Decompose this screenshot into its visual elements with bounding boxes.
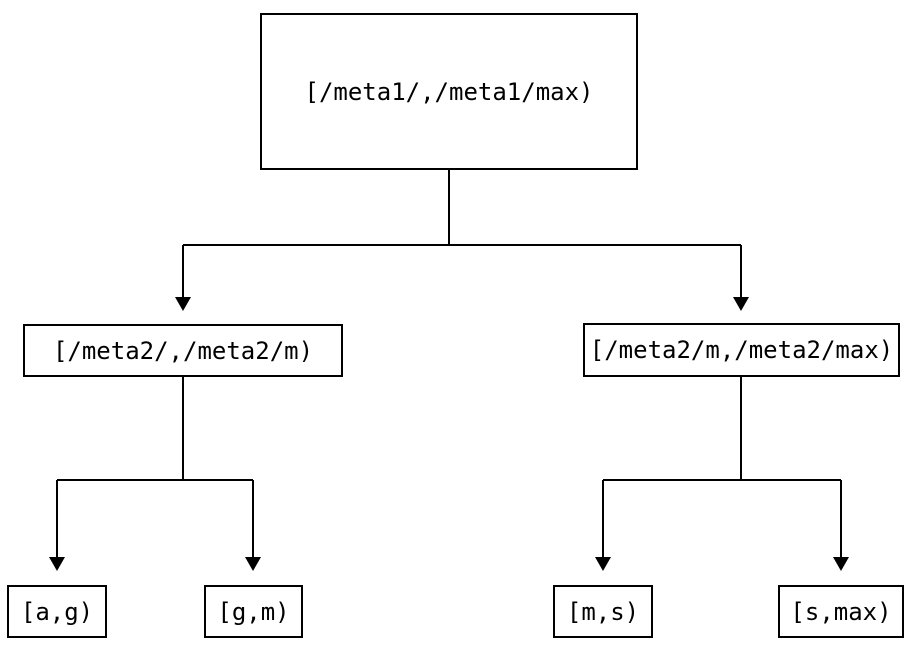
node-label: [m,s)	[566, 597, 640, 626]
node-leaf-m-s: [m,s)	[553, 585, 653, 638]
node-label: [/meta2/,/meta2/m)	[52, 336, 314, 365]
node-leaf-a-g: [a,g)	[7, 585, 107, 638]
node-root-interval: [/meta1/,/meta1/max)	[260, 13, 638, 170]
arrowhead-icon	[49, 557, 65, 571]
node-label: [a,g)	[20, 597, 94, 626]
node-label: [/meta1/,/meta1/max)	[304, 77, 594, 106]
node-meta2-high-interval: [/meta2/m,/meta2/max)	[583, 323, 900, 377]
arrowhead-icon	[245, 557, 261, 571]
arrowhead-icon	[733, 297, 749, 311]
arrowhead-icon	[833, 557, 849, 571]
node-label: [s,max)	[790, 597, 892, 626]
node-label: [g,m)	[217, 597, 290, 626]
arrowhead-icon	[595, 557, 611, 571]
arrowhead-icon	[175, 297, 191, 311]
node-leaf-s-max: [s,max)	[778, 585, 904, 638]
node-leaf-g-m: [g,m)	[204, 585, 303, 638]
node-label: [/meta2/m,/meta2/max)	[589, 336, 894, 364]
node-meta2-low-interval: [/meta2/,/meta2/m)	[23, 324, 343, 377]
